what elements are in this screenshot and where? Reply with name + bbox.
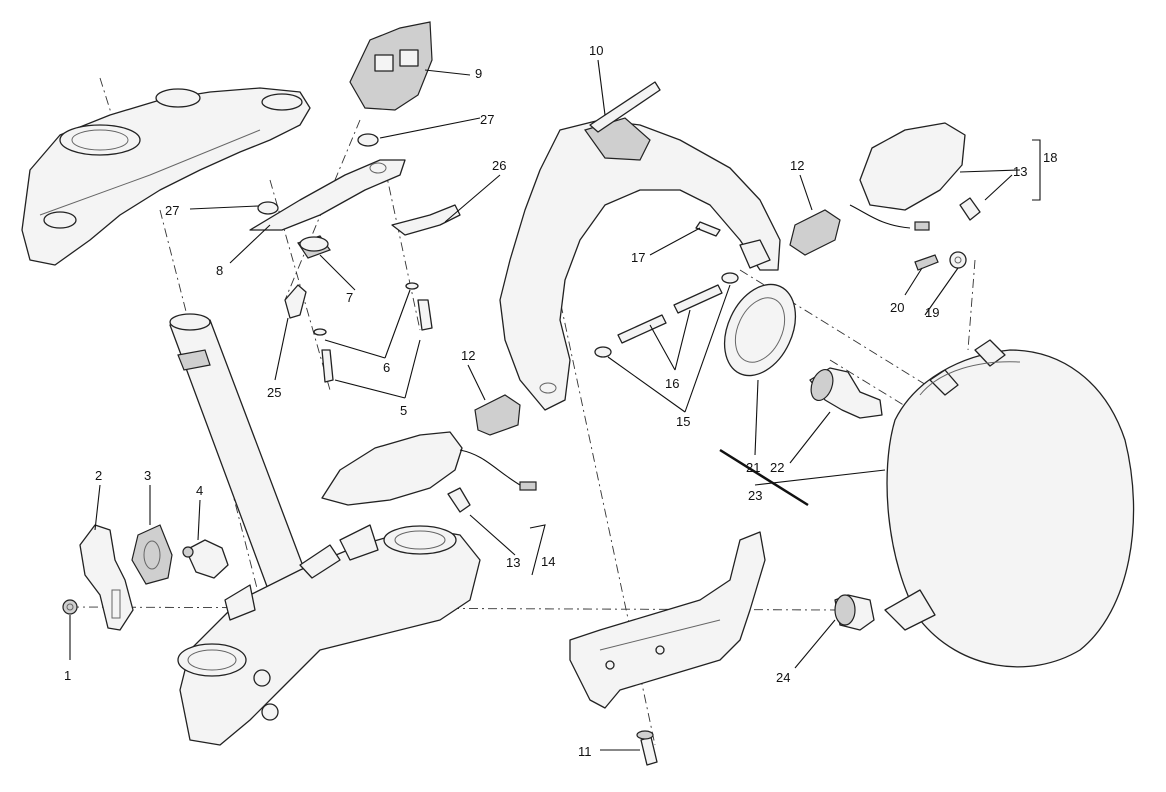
part-2-bracket bbox=[79, 524, 134, 631]
lower-triple-clamp bbox=[177, 524, 481, 746]
part-9-switch bbox=[349, 21, 433, 111]
part-19-nut bbox=[949, 251, 967, 269]
callout-25: 25 bbox=[267, 385, 281, 400]
part-7-spacer bbox=[297, 235, 331, 259]
callout-1: 1 bbox=[64, 668, 71, 683]
callout-26: 26 bbox=[492, 158, 506, 173]
callout-7: 7 bbox=[346, 290, 353, 305]
part-21-bulb-holder bbox=[723, 283, 797, 377]
part-27-washers bbox=[257, 133, 379, 215]
callout-17: 17 bbox=[631, 250, 645, 265]
callout-16: 16 bbox=[665, 376, 679, 391]
callout-23: 23 bbox=[748, 488, 762, 503]
upper-triple-clamp bbox=[21, 87, 311, 266]
fork-leg bbox=[169, 313, 313, 601]
callout-20: 20 bbox=[890, 300, 904, 315]
callout-24: 24 bbox=[776, 670, 790, 685]
callout-10: 10 bbox=[589, 43, 603, 58]
part-6-washers bbox=[313, 282, 419, 336]
callout-11: 11 bbox=[578, 744, 592, 759]
part-23-wire bbox=[719, 448, 809, 507]
callout-12b: 12 bbox=[790, 158, 804, 173]
callout-12a: 12 bbox=[461, 348, 475, 363]
callout-2: 2 bbox=[95, 468, 102, 483]
part-20-screw bbox=[914, 254, 939, 271]
part-3-grommet bbox=[131, 524, 173, 585]
part-10-fairing bbox=[499, 81, 781, 411]
part-22-bulb bbox=[809, 367, 883, 419]
part-15-washers bbox=[594, 272, 739, 358]
leader-lines bbox=[69, 59, 1041, 751]
callout-5: 5 bbox=[400, 403, 407, 418]
part-4-fitting bbox=[182, 539, 229, 579]
callout-19: 19 bbox=[925, 305, 939, 320]
callout-13a: 13 bbox=[1013, 164, 1027, 179]
lower-mounting-bracket bbox=[569, 531, 766, 709]
callout-21: 21 bbox=[746, 460, 760, 475]
part-26-clip bbox=[391, 204, 461, 236]
headlight-unit bbox=[884, 339, 1135, 668]
callout-27b: 27 bbox=[165, 203, 179, 218]
callout-6: 6 bbox=[383, 360, 390, 375]
callout-4: 4 bbox=[196, 483, 203, 498]
right-turn-signal bbox=[789, 122, 981, 256]
part-11-screw bbox=[636, 730, 658, 766]
part-16-bolts bbox=[617, 284, 723, 344]
callout-22: 22 bbox=[770, 460, 784, 475]
callout-18: 18 bbox=[1043, 150, 1057, 165]
part-25-clip bbox=[284, 284, 307, 319]
part-5-bolts bbox=[321, 299, 433, 383]
part-1-nut bbox=[62, 599, 78, 615]
callout-labels: 1 2 3 4 5 6 7 8 9 10 11 12 12 13 13 14 1… bbox=[64, 43, 1057, 759]
callout-14: 14 bbox=[541, 554, 555, 569]
part-8-bracket bbox=[249, 159, 406, 231]
part-24-mount bbox=[834, 594, 875, 631]
callout-3: 3 bbox=[144, 468, 151, 483]
callout-27a: 27 bbox=[480, 112, 494, 127]
callout-13b: 13 bbox=[506, 555, 520, 570]
callout-8: 8 bbox=[216, 263, 223, 278]
part-17-screw bbox=[695, 221, 721, 237]
left-turn-signal bbox=[321, 394, 546, 576]
callout-15: 15 bbox=[676, 414, 690, 429]
callout-9: 9 bbox=[475, 66, 482, 81]
